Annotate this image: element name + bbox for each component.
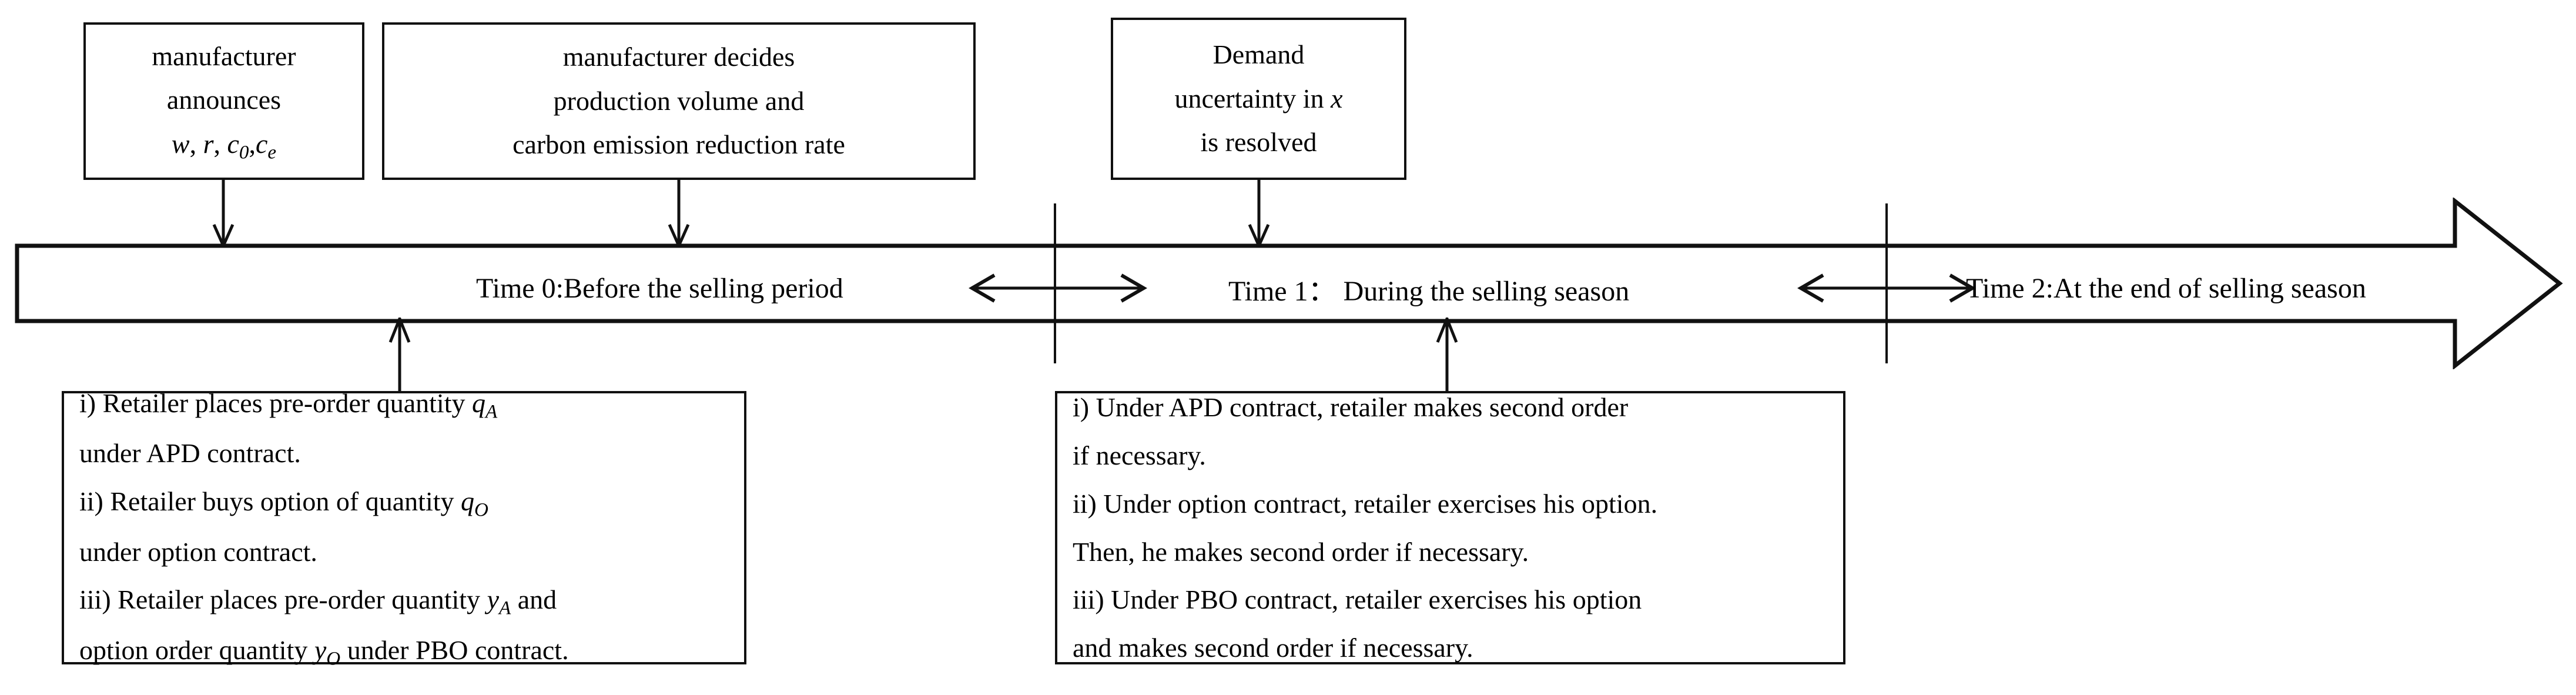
- comma: ,: [213, 128, 227, 159]
- detail-text-tail: under PBO contract.: [340, 634, 569, 665]
- detail-text: under APD contract.: [79, 438, 301, 469]
- detail-variable-subscript: A: [485, 400, 498, 423]
- event-box-manufacturer-announces: manufacturer announces w, r, c0,ce: [83, 22, 364, 180]
- details-box-time1: i) Under APD contract, retailer makes se…: [1055, 391, 1845, 664]
- detail-text: under option contract.: [79, 536, 317, 567]
- event-line: announces: [166, 85, 282, 115]
- detail-variable-q: q: [472, 388, 485, 419]
- param-c0-subscript: 0: [239, 141, 249, 163]
- comma: ,: [249, 128, 256, 159]
- event-line: manufacturer: [152, 41, 296, 71]
- span-arrow-time1-to-time2: [1787, 270, 1987, 306]
- detail-line: Then, he makes second order if necessary…: [1073, 536, 1529, 567]
- detail-variable-q: q: [461, 486, 475, 517]
- detail-line: ii) Retailer buys option of quantity qO: [64, 477, 744, 527]
- detail-variable-subscript: O: [326, 647, 341, 669]
- param-ce: c: [255, 128, 268, 159]
- param-c0: c: [227, 128, 239, 159]
- detail-line: option order quantity yO under PBO contr…: [64, 626, 744, 676]
- timeline-label-time0: Time 0:Before the selling period: [476, 272, 843, 304]
- detail-variable-y: y: [487, 584, 499, 615]
- detail-line: under APD contract.: [64, 429, 744, 477]
- event-line: carbon emission reduction rate: [512, 129, 845, 160]
- timeline-divider-time1-time2: [1885, 203, 1888, 363]
- connector-arrow-time1-details: [1429, 318, 1465, 393]
- detail-line: and makes second order if necessary.: [1073, 633, 1473, 663]
- detail-text: iii) Retailer places pre-order quantity: [79, 584, 487, 615]
- detail-text-tail: and: [511, 584, 557, 615]
- event-line: manufacturer decides: [562, 42, 795, 72]
- detail-variable-y: y: [314, 634, 327, 665]
- param-w: w: [171, 128, 190, 159]
- detail-text: ii) Retailer buys option of quantity: [79, 486, 461, 517]
- detail-text: i) Retailer places pre-order quantity: [79, 388, 472, 419]
- details-box-time0: i) Retailer places pre-order quantity qA…: [62, 388, 746, 669]
- detail-line: i) Under APD contract, retailer makes se…: [1073, 392, 1629, 422]
- detail-variable-subscript: A: [498, 597, 511, 619]
- detail-line: iii) Under PBO contract, retailer exerci…: [1073, 584, 1642, 615]
- detail-line: under option contract.: [64, 528, 744, 576]
- comma: ,: [189, 128, 203, 159]
- detail-line: ii) Under option contract, retailer exer…: [1073, 488, 1658, 519]
- timeline-label-time1: Time 1： During the selling season: [1228, 276, 1630, 307]
- event-line-parameters: w, r, c0,ce: [86, 122, 362, 168]
- timeline-block-arrow: [15, 198, 2565, 369]
- event-line: is resolved: [1200, 127, 1317, 158]
- param-r: r: [203, 128, 214, 159]
- detail-line: i) Retailer places pre-order quantity qA: [64, 379, 744, 429]
- param-ce-subscript: e: [267, 141, 277, 163]
- demand-text: uncertainty in: [1174, 83, 1331, 113]
- connector-arrow-time0-details: [382, 318, 417, 393]
- detail-line: iii) Retailer places pre-order quantity …: [64, 576, 744, 626]
- detail-line: if necessary.: [1073, 440, 1206, 470]
- detail-variable-subscript: O: [474, 499, 488, 521]
- demand-variable-x: x: [1331, 83, 1343, 113]
- event-line: production volume and: [553, 85, 805, 116]
- timeline-label-time2: Time 2:At the end of selling season: [1966, 272, 2366, 304]
- event-box-demand-resolved: Demand uncertainty in x is resolved: [1111, 18, 1406, 180]
- span-arrow-time0-to-time1: [958, 270, 1158, 306]
- event-line: Demand: [1212, 39, 1305, 70]
- timeline-divider-time0-time1: [1054, 203, 1056, 363]
- detail-text: option order quantity: [79, 634, 314, 665]
- event-box-production-decision: manufacturer decides production volume a…: [382, 22, 976, 180]
- event-line-demand-variable: uncertainty in x: [1113, 77, 1404, 121]
